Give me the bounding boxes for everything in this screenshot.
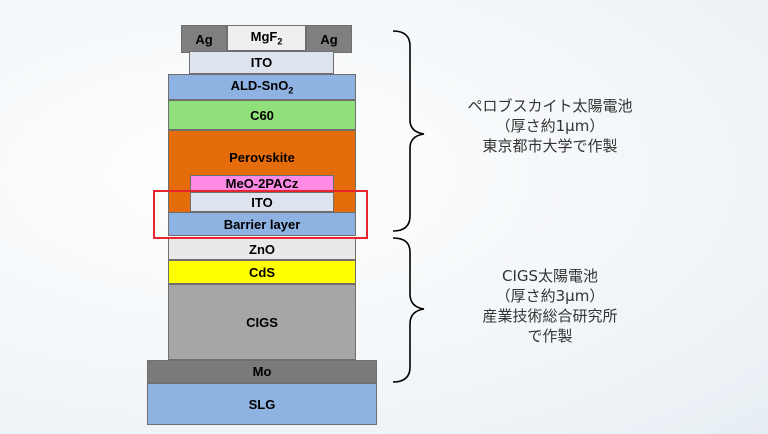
cigs-cell-maker-suffix: で作製 <box>527 327 573 345</box>
perovskite-cell-description: ペロブスカイト太陽電池 （厚さ約1μm） 東京都市大学で作製 <box>445 96 655 156</box>
cigs-layer: CIGS <box>168 284 356 360</box>
cigs-cell-thickness: （厚さ約3μm） <box>495 287 605 305</box>
mgf2-label: MgF2 <box>250 29 283 47</box>
highlight-box <box>153 190 368 239</box>
cigs-cell-title: CIGS太陽電池 <box>501 267 599 285</box>
c60-layer: C60 <box>168 100 356 130</box>
ald-sno2-layer: ALD-SnO2 <box>168 74 356 100</box>
slg-substrate: SLG <box>147 383 377 425</box>
perovskite-cell-title: ペロブスカイト太陽電池 <box>467 97 633 115</box>
meo-2pacz-layer: MeO-2PACz <box>190 175 334 192</box>
cigs-brace <box>392 237 425 383</box>
ito-top-layer: ITO <box>189 51 334 74</box>
ag-left-electrode: Ag <box>181 25 227 53</box>
perovskite-brace <box>392 30 425 232</box>
ag-right-electrode: Ag <box>306 25 352 53</box>
mo-layer: Mo <box>147 360 377 383</box>
mgf2-layer: MgF2 <box>227 25 306 51</box>
cds-layer: CdS <box>168 260 356 284</box>
perovskite-cell-thickness: （厚さ約1μm） <box>495 117 605 135</box>
barrier-layer: Barrier layer <box>168 212 356 236</box>
zno-layer: ZnO <box>168 238 356 260</box>
cigs-cell-description: CIGS太陽電池 （厚さ約3μm） 産業技術総合研究所 で作製 <box>450 266 650 346</box>
ald-sno2-label: ALD-SnO2 <box>230 78 294 96</box>
cigs-cell-maker: 産業技術総合研究所 <box>482 307 618 325</box>
perovskite-cell-maker: 東京都市大学で作製 <box>482 137 618 155</box>
ito-middle-layer: ITO <box>190 192 334 212</box>
